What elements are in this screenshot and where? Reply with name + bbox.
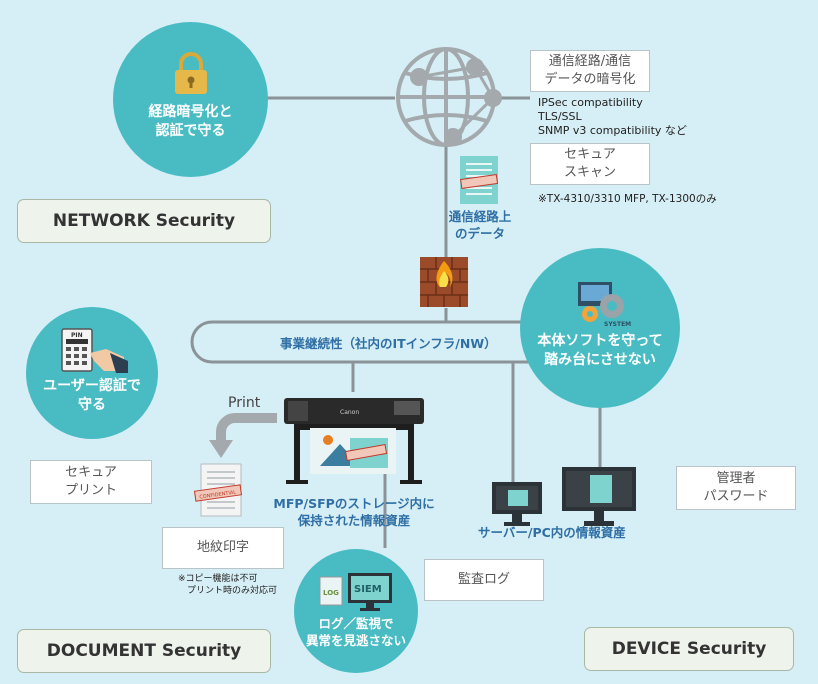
watermark-note: ※コピー機能は不可 プリント時のみ対応可	[178, 574, 278, 596]
log-icon-label: LOG	[323, 589, 339, 597]
pin-keypad-icon: PIN	[61, 328, 128, 373]
user-auth-circle: PIN ユーザー認証で 守る	[26, 307, 158, 439]
network-security-title: NETWORK Security	[17, 199, 271, 243]
protocol-item: SNMP v3 compatibility など	[538, 124, 687, 137]
device-software-circle: SYSTEM 本体ソフトを守って 踏み台にさせない	[520, 248, 680, 408]
network-encryption-circle: 経路暗号化と 認証で守る	[113, 22, 268, 177]
padlock-icon	[174, 51, 207, 94]
large-format-printer-icon: Canon	[284, 398, 424, 484]
device-security-title: DEVICE Security	[584, 627, 794, 671]
log-circle-text: ログ／監視で 異常を見逃さない	[305, 616, 406, 648]
secure-print-box: セキュア プリント	[30, 460, 152, 504]
print-label: Print	[228, 395, 261, 411]
server-pc-monitor-icon	[492, 482, 542, 526]
protocol-item: TLS/SSL	[538, 110, 582, 123]
pin-label: PIN	[71, 332, 83, 339]
pc-monitor-icon	[562, 467, 636, 526]
confidential-document-icon	[460, 156, 499, 204]
secure-scan-box: セキュア スキャン	[530, 143, 650, 185]
print-arrow-icon	[209, 413, 277, 458]
document-security-title: DOCUMENT Security	[17, 629, 271, 673]
firewall-icon	[420, 257, 468, 307]
protocol-list: IPSec compatibility TLS/SSL SNMP v3 comp…	[538, 96, 687, 138]
admin-password-box: 管理者 パスワード	[676, 466, 796, 510]
printed-document-icon: CONFIDENTIAL	[193, 463, 243, 517]
encryption-box: 通信経路/通信 データの暗号化	[530, 50, 650, 92]
globe-network-icon	[396, 47, 502, 147]
audit-log-box: 監査ログ	[424, 559, 544, 601]
system-gear-icon: SYSTEM	[578, 282, 631, 328]
siem-label: SIEM	[354, 584, 382, 595]
siem-monitor-icon: LOG SIEM	[319, 573, 392, 611]
protocol-item: IPSec compatibility	[538, 96, 643, 109]
secure-scan-note: ※TX-4310/3310 MFP, TX-1300のみ	[538, 193, 717, 205]
path-data-label: 通信経路上 のデータ	[448, 209, 512, 241]
watermark-print-box: 地紋印字	[162, 527, 284, 569]
log-monitoring-circle: LOG SIEM ログ／監視で 異常を見逃さない	[294, 549, 418, 673]
server-pc-label: サーバー/PC内の情報資産	[478, 525, 626, 540]
system-label: SYSTEM	[604, 321, 631, 328]
storage-label: MFP/SFPのストレージ内に 保持された情報資産	[273, 496, 435, 528]
stamp-text: CONFIDENTIAL	[199, 489, 237, 500]
network-circle-text: 経路暗号化と 認証で守る	[148, 103, 233, 139]
user-auth-circle-text: ユーザー認証で 守る	[43, 378, 141, 413]
continuity-label: 事業継続性（社内のITインフラ/NW）	[280, 336, 497, 351]
printer-brand-label: Canon	[340, 409, 359, 416]
device-circle-text: 本体ソフトを守って 踏み台にさせない	[537, 333, 663, 368]
